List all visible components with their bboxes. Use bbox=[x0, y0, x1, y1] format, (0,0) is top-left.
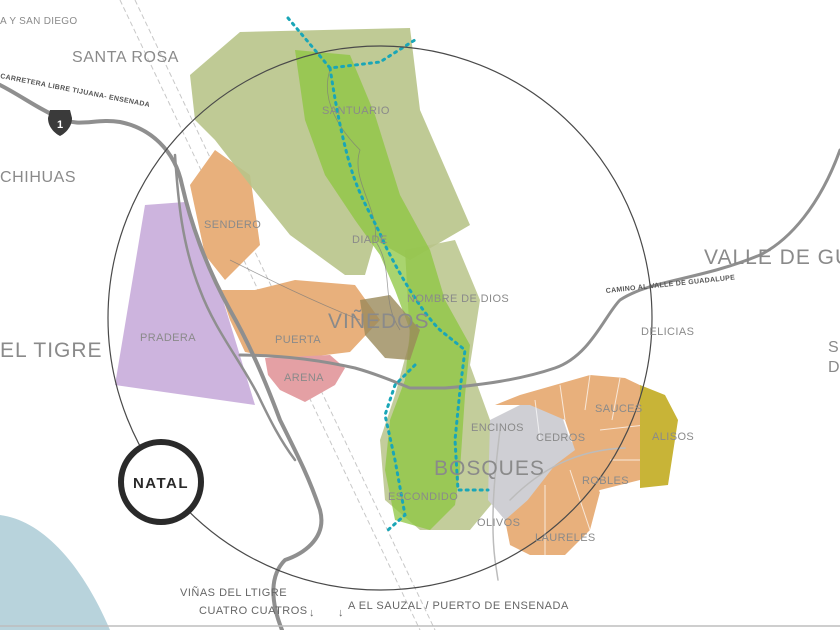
zone-bosques-grey bbox=[488, 400, 585, 520]
highway-shield: 1 bbox=[48, 110, 72, 136]
label-right-edge-2: D bbox=[828, 359, 840, 376]
arrow-cuatro: ↓ bbox=[309, 607, 315, 619]
label-sauces: SAUCES bbox=[595, 403, 643, 415]
natal-logo-icon bbox=[118, 439, 204, 525]
zone-arena bbox=[265, 355, 345, 402]
zone-green-core bbox=[295, 50, 470, 530]
label-el-tigre: EL TIGRE bbox=[0, 339, 103, 362]
label-right-edge-1: S bbox=[828, 339, 839, 356]
label-delicias: DELICIAS bbox=[641, 326, 694, 338]
label-puerta: PUERTA bbox=[275, 334, 321, 346]
label-laureles: LAURELES bbox=[535, 532, 596, 544]
road-bosques bbox=[509, 447, 626, 501]
zone-sendero bbox=[190, 150, 260, 280]
label-chihuahas: CHIHUAS bbox=[0, 169, 76, 186]
natal-logo-text: NATAL bbox=[133, 475, 189, 492]
label-town-top-left: A Y SAN DIEGO bbox=[0, 16, 77, 27]
label-sauzal: A EL SAUZAL / PUERTO DE ENSENADA bbox=[348, 600, 569, 612]
label-cuatro: CUATRO CUATROS bbox=[199, 605, 308, 617]
trail-boundary bbox=[286, 16, 490, 532]
interior-trails bbox=[229, 69, 401, 331]
road-to-sauzal bbox=[492, 429, 501, 581]
label-vinas: VIÑAS DEL LTIGRE bbox=[180, 586, 287, 599]
label-valle: VALLE DE GU bbox=[704, 246, 840, 269]
lot-dividers bbox=[534, 374, 646, 555]
label-cedros: CEDROS bbox=[536, 432, 585, 444]
label-camino: CAMINO AL VALLE DE GUADALUPE bbox=[605, 274, 735, 295]
road-west-branch bbox=[173, 153, 297, 462]
radius-circle bbox=[107, 45, 653, 591]
road-pradera bbox=[238, 353, 447, 390]
label-nombre-de-dios: NOMBRE DE DIOS bbox=[407, 293, 509, 305]
sea bbox=[0, 515, 110, 630]
label-carretera: CARRETERA LIBRE TIJUANA- ENSENADA bbox=[0, 73, 151, 109]
shield-icon bbox=[48, 110, 72, 136]
label-escondido: ESCONDIDO bbox=[388, 491, 458, 503]
label-sendero: SENDERO bbox=[204, 219, 261, 231]
zone-alisos bbox=[640, 385, 678, 488]
natal-logo: NATAL bbox=[118, 439, 204, 525]
label-robles: ROBLES bbox=[582, 475, 629, 487]
label-alisos: ALISOS bbox=[652, 431, 694, 443]
zone-puerta bbox=[220, 280, 380, 360]
arrow-sauzal: ↓ bbox=[338, 607, 344, 619]
highway-1 bbox=[0, 83, 324, 632]
label-santuario: SANTUARIO bbox=[322, 105, 390, 117]
label-arena: ARENA bbox=[284, 372, 324, 384]
roads bbox=[0, 83, 840, 632]
zone-pradera bbox=[115, 202, 255, 405]
label-bosques: BOSQUES bbox=[434, 457, 545, 480]
zone-laureles-lots bbox=[505, 470, 600, 555]
label-santa-rosa: SANTA ROSA bbox=[72, 49, 179, 66]
road-camino bbox=[443, 148, 840, 390]
label-pradera: PRADERA bbox=[140, 332, 196, 344]
label-encinos: ENCINOS bbox=[471, 422, 524, 434]
highway-number: 1 bbox=[57, 119, 63, 131]
label-diade: DIADE bbox=[352, 234, 388, 246]
label-vinedos: VIÑEDOS bbox=[328, 309, 430, 333]
label-olivos: OLIVOS bbox=[477, 517, 520, 529]
zone-vinedos-dark bbox=[360, 295, 420, 360]
